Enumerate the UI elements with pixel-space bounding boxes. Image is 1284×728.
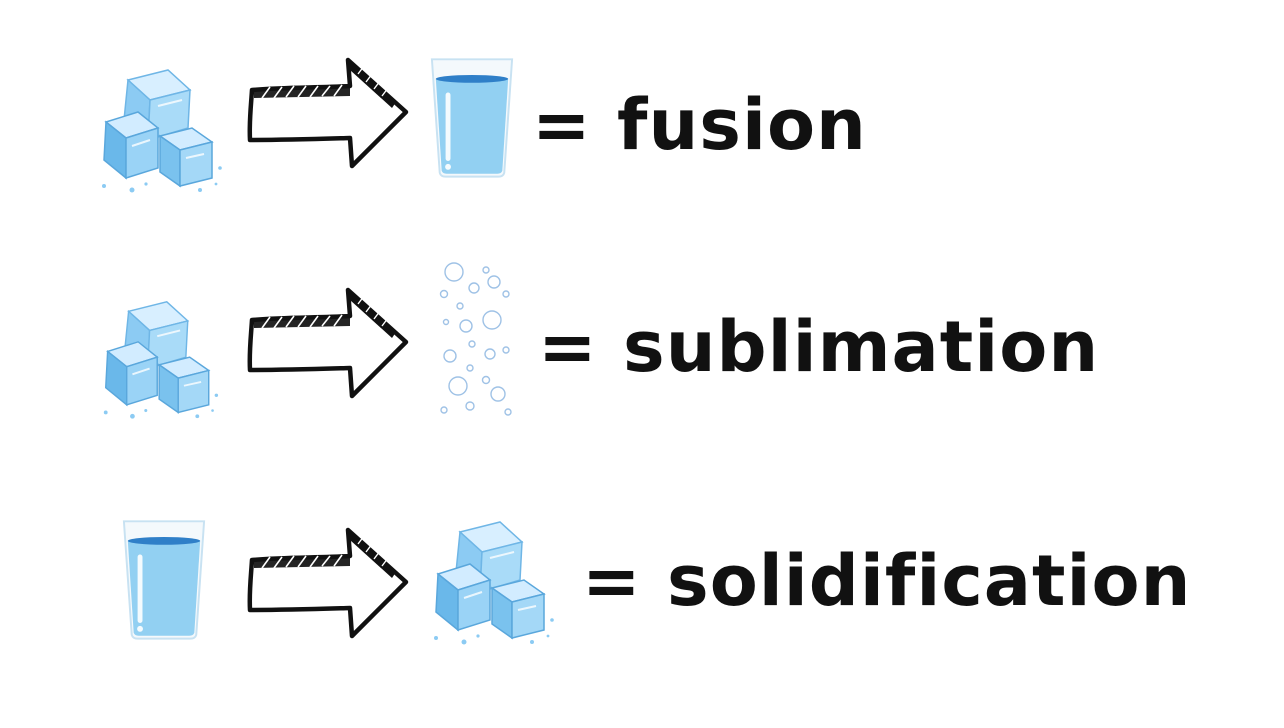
water-glass-icon (428, 52, 516, 182)
row-fusion: = fusion (0, 40, 1284, 240)
vapor-bubbles-icon (436, 262, 516, 422)
ice-cubes-icon (98, 66, 228, 196)
row-solidification: = solidification (0, 504, 1284, 704)
ice-cubes-icon (430, 518, 560, 648)
right-arrow-icon (246, 286, 411, 401)
solidification-label: = solidification (582, 540, 1192, 622)
water-glass-icon (120, 512, 208, 646)
row-sublimation: = sublimation (0, 262, 1284, 462)
right-arrow-icon (246, 56, 411, 171)
fusion-label: = fusion (532, 84, 867, 166)
ice-cubes-icon (100, 298, 224, 422)
right-arrow-icon (246, 526, 411, 641)
sublimation-label: = sublimation (538, 306, 1100, 388)
